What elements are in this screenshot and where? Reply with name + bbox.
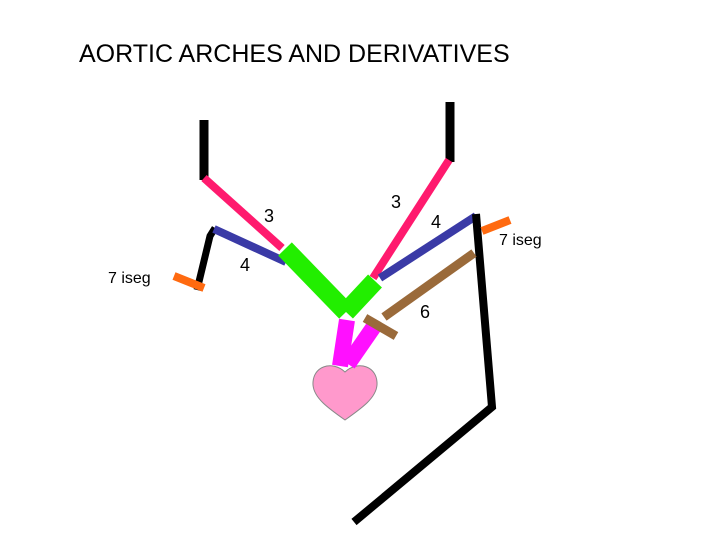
right-intersegmental-artery <box>482 220 510 231</box>
label-left-iseg: 7 iseg <box>108 270 151 287</box>
left-dorsal-aorta-lower <box>197 228 215 290</box>
label-right-arch-4: 4 <box>431 212 441 232</box>
aortic-sac-left <box>285 249 346 312</box>
heart-shape <box>313 366 377 420</box>
label-left-arch-3: 3 <box>264 206 274 226</box>
aortic-sac-right <box>346 281 375 312</box>
label-right-arch-3: 3 <box>391 192 401 212</box>
label-arch-6: 6 <box>420 302 430 322</box>
label-right-iseg: 7 iseg <box>499 232 542 249</box>
label-left-arch-4: 4 <box>240 255 250 275</box>
